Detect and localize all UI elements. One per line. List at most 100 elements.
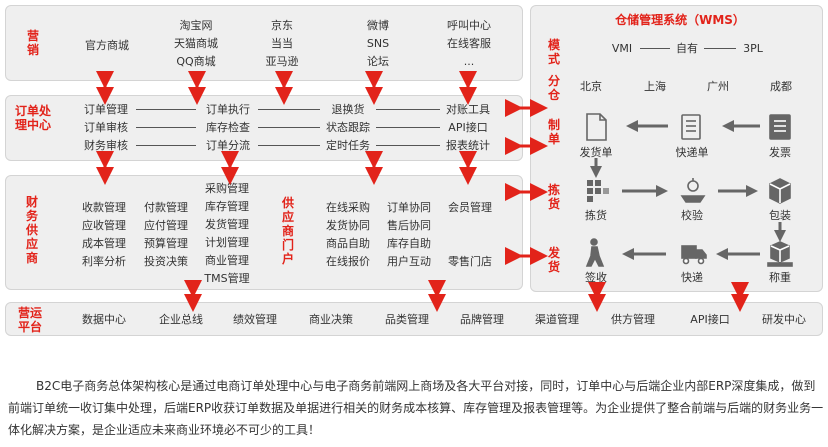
- marketing-item: 当当: [271, 37, 293, 50]
- connector-line: [258, 127, 320, 128]
- supplier-item: 在线报价: [326, 255, 370, 268]
- finance-item: 商业管理: [205, 254, 249, 267]
- document-icon: [586, 113, 607, 141]
- connector-line: [136, 145, 196, 146]
- order-item: API接口: [448, 121, 488, 134]
- finance-item: 采购管理: [205, 182, 249, 195]
- operation-item: 数据中心: [82, 313, 126, 326]
- weigh-icon: [767, 241, 793, 267]
- marketing-item: 在线客服: [447, 37, 491, 50]
- operation-panel: [5, 302, 823, 336]
- connector-line: [376, 127, 440, 128]
- wms-mode: 3PL: [743, 42, 763, 55]
- supplier-item: 会员管理: [448, 201, 492, 214]
- wms-stage-label: 拣货: [547, 183, 560, 211]
- wms-mode: VMI: [611, 42, 633, 55]
- supplier-item: 在线采购: [326, 201, 370, 214]
- connector-line: [376, 109, 440, 110]
- order-item: 财务审核: [84, 139, 128, 152]
- wms-warehouse: 广州: [707, 80, 729, 93]
- order-item: 定时任务: [326, 139, 370, 152]
- operation-item: 企业总线: [159, 313, 203, 326]
- marketing-item: 亚马逊: [265, 55, 299, 68]
- connector-line: [258, 145, 320, 146]
- finance-item: 发货管理: [205, 218, 249, 231]
- invoice-icon: [769, 114, 791, 140]
- caption-paragraph: B2C电子商务总体架构核心是通过电商订单处理中心与电子商务前端网上商场及各大平台…: [8, 379, 824, 437]
- connector-line: [258, 109, 320, 110]
- wms-step-label: 发票: [769, 146, 791, 159]
- operation-item: 绩效管理: [233, 313, 277, 326]
- connector-line: [704, 48, 736, 49]
- connector-line: [376, 145, 440, 146]
- wms-stage-label: 制单: [547, 118, 560, 146]
- connector-line: [640, 48, 670, 49]
- finance-item: 库存管理: [205, 200, 249, 213]
- person-icon: [585, 238, 605, 267]
- order-item: 状态跟踪: [326, 121, 370, 134]
- wms-step-label: 包装: [769, 209, 791, 222]
- operation-item: API接口: [690, 313, 730, 326]
- order-item: 订单执行: [206, 103, 250, 116]
- order-item: 订单管理: [84, 103, 128, 116]
- marketing-item: 微博: [367, 19, 389, 32]
- finance-item: 成本管理: [82, 237, 126, 250]
- supplier-item: 用户互动: [387, 255, 431, 268]
- order-item: 订单分流: [206, 139, 250, 152]
- finance-item: 投资决策: [144, 255, 188, 268]
- finance-item: 利率分析: [82, 255, 126, 268]
- supplier-item: 商品自助: [326, 237, 370, 250]
- finance-item: 预算管理: [144, 237, 188, 250]
- marketing-item: 京东: [271, 19, 293, 32]
- supplier-item: 售后协同: [387, 219, 431, 232]
- finance-item: 应收管理: [82, 219, 126, 232]
- finance-item: 计划管理: [205, 236, 249, 249]
- wms-step-label: 发货单: [579, 146, 613, 159]
- wms-warehouse: 成都: [770, 80, 792, 93]
- operation-item: 研发中心: [762, 313, 806, 326]
- wms-warehouse: 上海: [644, 80, 666, 93]
- marketing-item: 官方商城: [85, 39, 129, 52]
- finance-item: 付款管理: [144, 201, 188, 214]
- order-item: 对账工具: [446, 103, 490, 116]
- operation-label: 营运平台: [17, 306, 42, 334]
- finance-item: 收款管理: [82, 201, 126, 214]
- marketing-panel: [5, 5, 523, 81]
- marketing-item: QQ商城: [176, 55, 216, 68]
- connector-line: [136, 109, 196, 110]
- truck-icon: [681, 245, 707, 265]
- wms-stage-label: 发货: [547, 246, 560, 274]
- box-icon: [769, 178, 791, 204]
- finance-item: TMS管理: [204, 272, 250, 285]
- supplier-portal-label: 供应商门户: [281, 196, 294, 266]
- wms-step-label: 快递: [681, 271, 703, 284]
- wms-step-label: 签收: [585, 271, 607, 284]
- marketing-item: SNS: [366, 37, 390, 50]
- order-item: 库存检查: [206, 121, 250, 134]
- supplier-item: 订单协同: [387, 201, 431, 214]
- wms-step-label: 校验: [681, 209, 703, 222]
- order-panel: [5, 95, 523, 161]
- operation-item: 渠道管理: [535, 313, 579, 326]
- operation-item: 供方管理: [611, 313, 655, 326]
- finance-item: 应付管理: [144, 219, 188, 232]
- form-icon: [681, 114, 701, 140]
- marketing-item: ...: [463, 55, 475, 68]
- marketing-item: 呼叫中心: [447, 19, 491, 32]
- wms-title: 仓储管理系统（WMS）: [615, 13, 745, 27]
- wms-mode-label: 模式: [547, 38, 560, 66]
- operation-item: 商业决策: [309, 313, 353, 326]
- finance-panel: [5, 175, 523, 290]
- connector-line: [136, 127, 196, 128]
- wms-warehouse: 北京: [580, 80, 602, 93]
- check-icon: [680, 178, 706, 203]
- supplier-item: 发货协同: [326, 219, 370, 232]
- marketing-item: 天猫商城: [174, 37, 218, 50]
- pick-grid-icon: [587, 180, 609, 202]
- wms-step-label: 快递单: [675, 146, 709, 159]
- marketing-item: 论坛: [367, 55, 389, 68]
- wms-step-label: 称重: [769, 271, 791, 284]
- marketing-label: 营销: [26, 29, 39, 57]
- supplier-item: 零售门店: [448, 255, 492, 268]
